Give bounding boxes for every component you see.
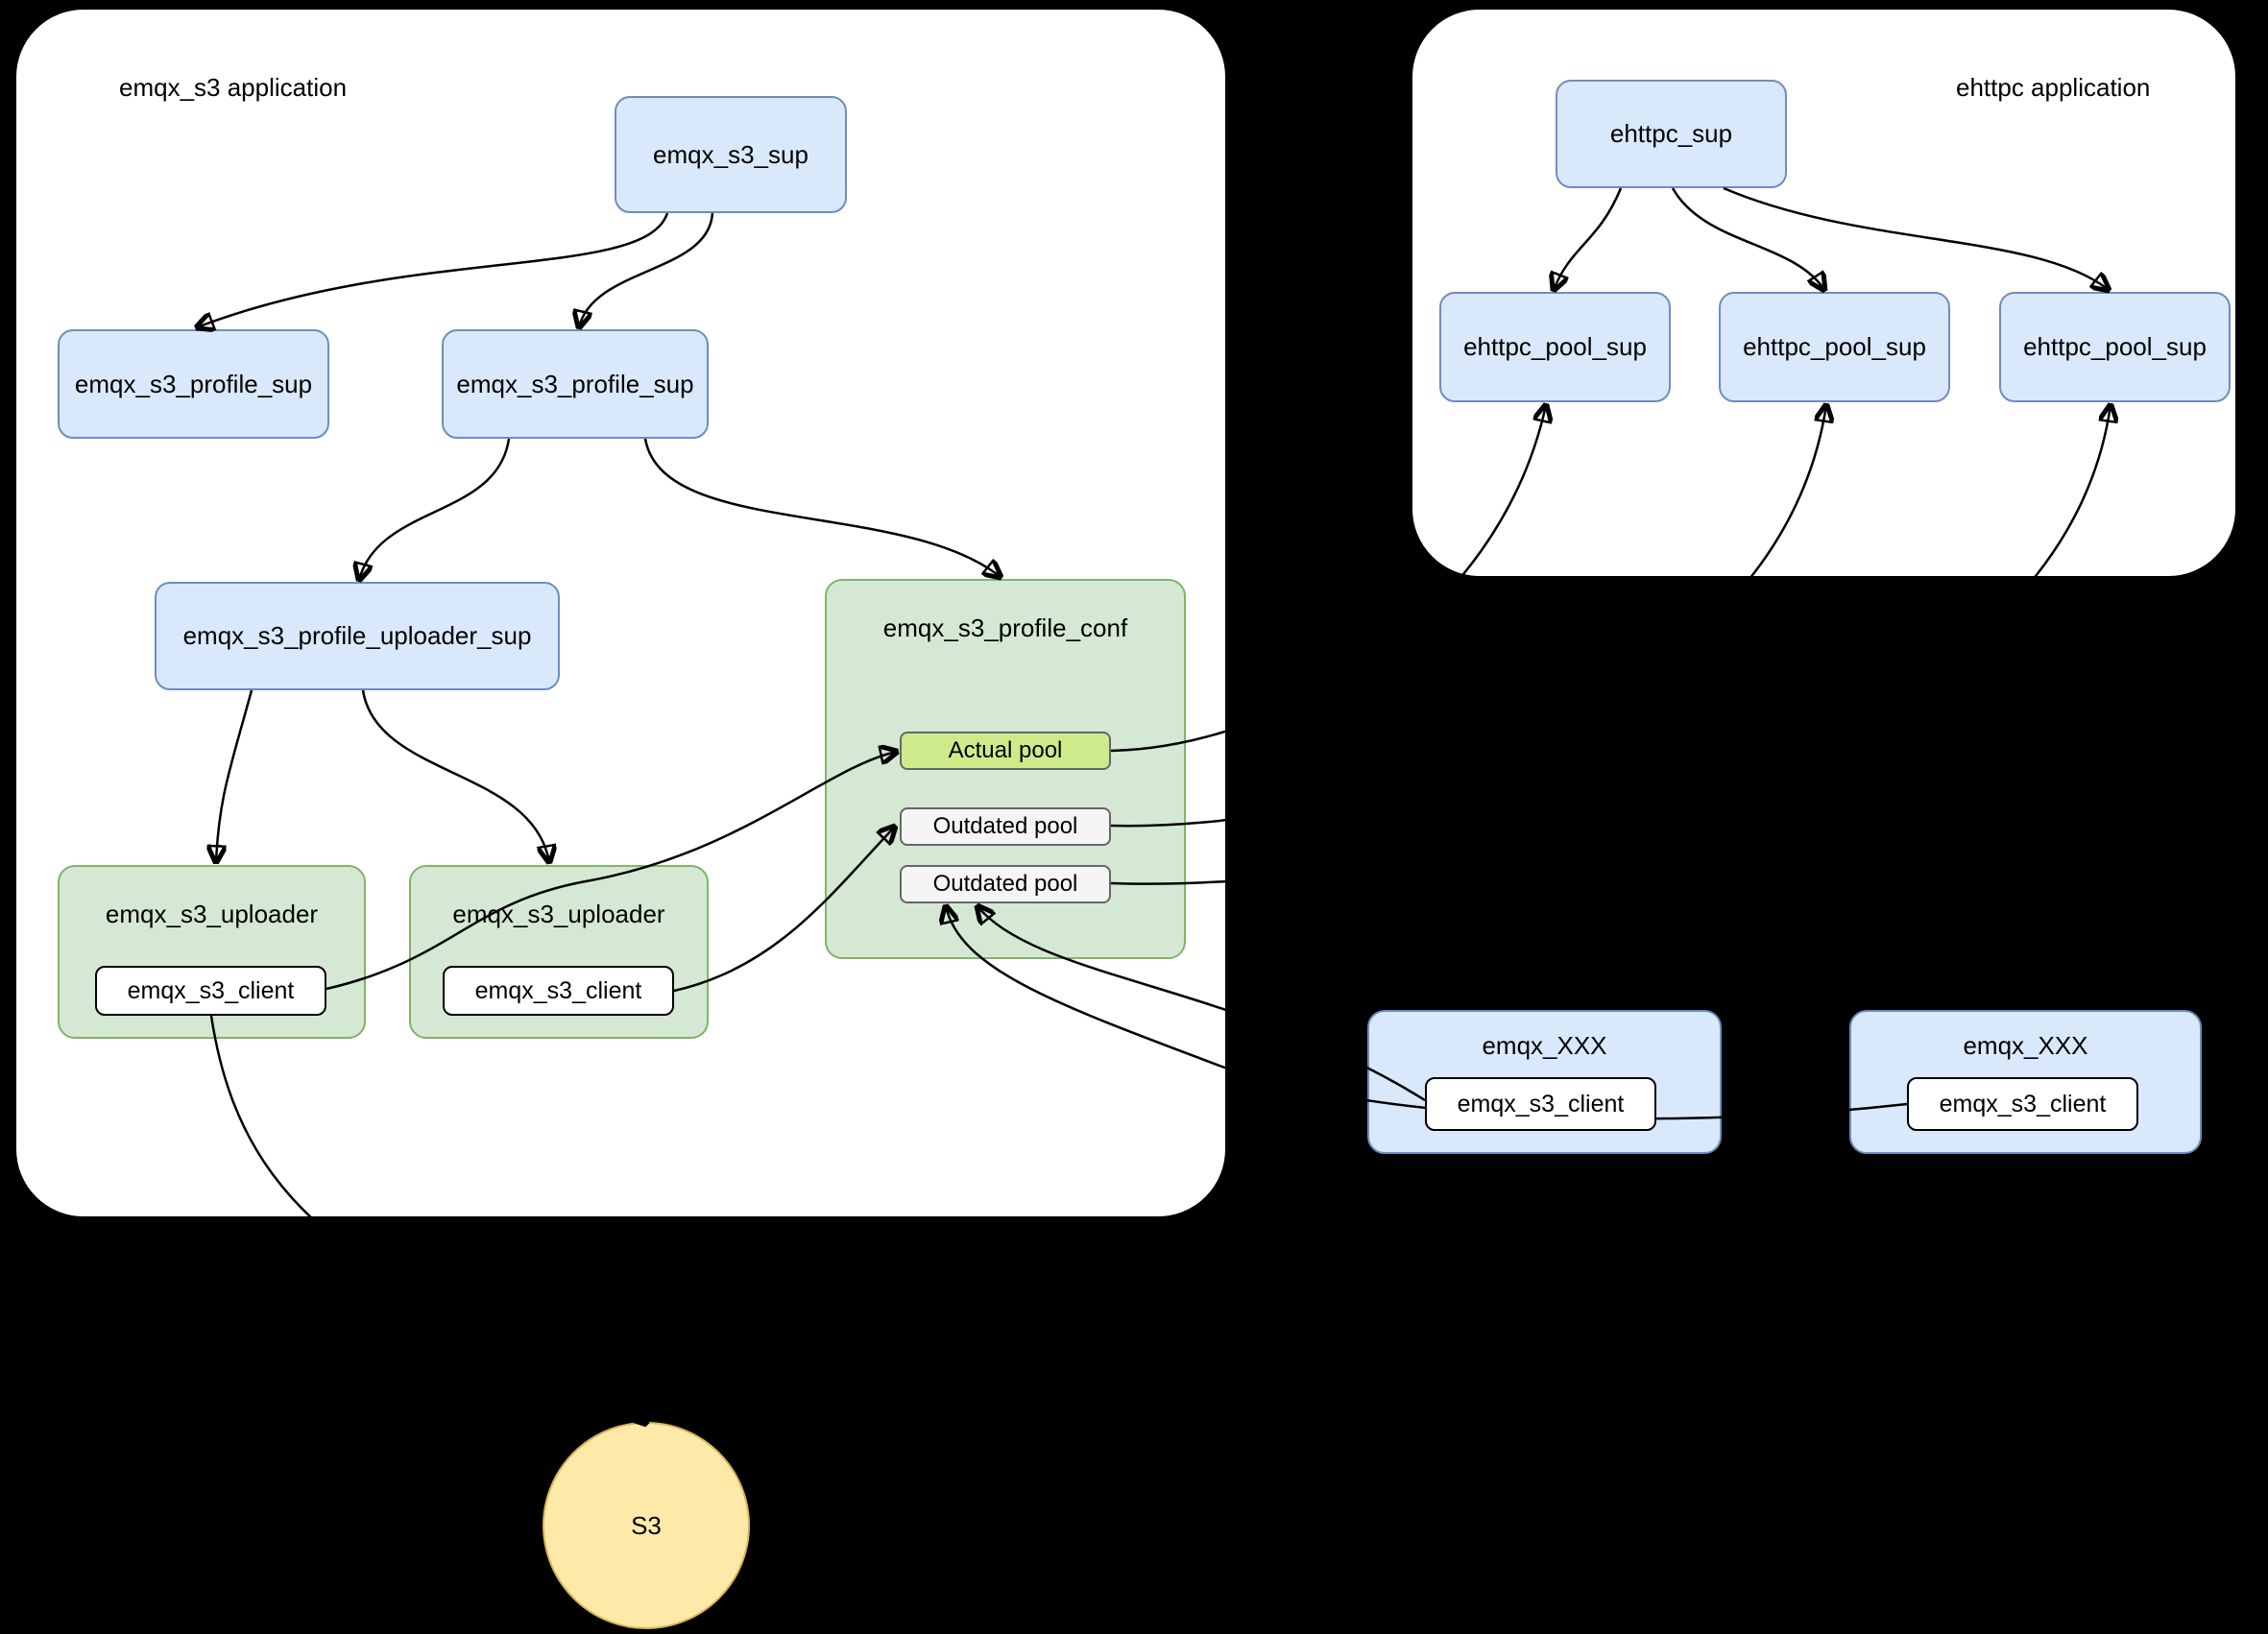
- node-emqx-s3-profile-sup-center-label: emqx_s3_profile_sup: [456, 369, 694, 398]
- node-emqx-s3-uploader-right-title: emqx_s3_uploader: [452, 900, 665, 928]
- node-uploader-right-client-label: emqx_s3_client: [474, 976, 642, 1004]
- node-xxx-right-client-label: emqx_s3_client: [1939, 1090, 2107, 1117]
- node-emqx-s3-profile-sup-left: emqx_s3_profile_sup: [58, 329, 329, 439]
- node-ehttpc-pool-sup-center-label: ehttpc_pool_sup: [1743, 332, 1926, 361]
- node-emqx-s3-sup: emqx_s3_sup: [615, 96, 847, 213]
- node-ehttpc-sup-label: ehttpc_sup: [1609, 119, 1733, 148]
- node-emqx-s3-uploader-left-title: emqx_s3_uploader: [105, 900, 319, 928]
- node-uploader-left-client-label: emqx_s3_client: [127, 976, 295, 1004]
- node-actual-pool: Actual pool: [900, 732, 1111, 770]
- node-outdated-pool-bottom: Outdated pool: [900, 865, 1111, 903]
- node-ehttpc-pool-sup-center: ehttpc_pool_sup: [1719, 292, 1950, 402]
- node-xxx-right-client: emqx_s3_client: [1907, 1077, 2138, 1131]
- node-emqx-xxx-left-title: emqx_XXX: [1482, 1031, 1607, 1060]
- node-emqx-s3-sup-label: emqx_s3_sup: [653, 139, 808, 169]
- node-s3-label: S3: [631, 1510, 662, 1540]
- node-emqx-xxx-right-title: emqx_XXX: [1963, 1031, 2088, 1060]
- node-uploader-right-client: emqx_s3_client: [443, 966, 674, 1016]
- emqx-s3-application-title: emqx_s3 application: [119, 73, 348, 102]
- node-ehttpc-pool-sup-left: ehttpc_pool_sup: [1439, 292, 1671, 402]
- node-emqx-s3-profile-sup-left-label: emqx_s3_profile_sup: [74, 369, 313, 398]
- node-actual-pool-label: Actual pool: [948, 737, 1063, 763]
- node-s3: S3: [543, 1422, 750, 1629]
- node-ehttpc-pool-sup-right: ehttpc_pool_sup: [1999, 292, 2231, 402]
- ehttpc-application-title: ehttpc application: [1956, 73, 2151, 102]
- node-outdated-pool-top-label: Outdated pool: [932, 813, 1078, 839]
- node-ehttpc-sup: ehttpc_sup: [1556, 80, 1787, 188]
- node-xxx-left-client: emqx_s3_client: [1425, 1077, 1656, 1131]
- node-uploader-left-client: emqx_s3_client: [95, 966, 326, 1016]
- node-ehttpc-pool-sup-left-label: ehttpc_pool_sup: [1463, 332, 1647, 361]
- node-emqx-s3-profile-sup-center: emqx_s3_profile_sup: [442, 329, 709, 439]
- node-emqx-s3-profile-conf-title: emqx_s3_profile_conf: [882, 613, 1128, 642]
- node-outdated-pool-top: Outdated pool: [900, 807, 1111, 846]
- node-emqx-s3-profile-uploader-sup: emqx_s3_profile_uploader_sup: [155, 582, 560, 690]
- node-emqx-s3-profile-uploader-sup-label: emqx_s3_profile_uploader_sup: [182, 621, 532, 650]
- node-outdated-pool-bottom-label: Outdated pool: [932, 871, 1078, 897]
- node-xxx-left-client-label: emqx_s3_client: [1457, 1090, 1625, 1117]
- node-ehttpc-pool-sup-right-label: ehttpc_pool_sup: [2023, 332, 2207, 361]
